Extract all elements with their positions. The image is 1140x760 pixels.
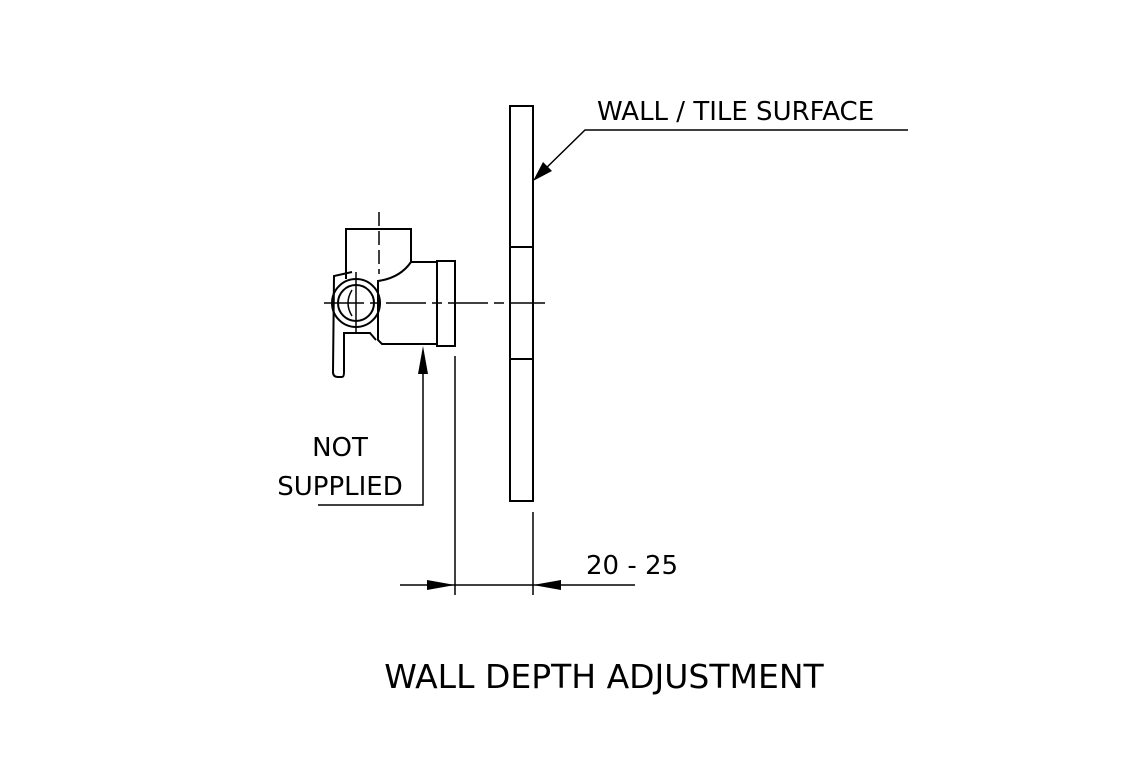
not-supplied-label-line2: SUPPLIED <box>277 472 403 502</box>
not-supplied-label-line1: NOT <box>312 433 368 463</box>
dimension-value: 20 - 25 <box>586 551 678 581</box>
depth-dimension <box>400 356 635 595</box>
drawing-title: WALL DEPTH ADJUSTMENT <box>384 657 824 696</box>
not-supplied-leader <box>318 346 428 506</box>
wall-surface-leader <box>533 129 908 181</box>
wall-surface-label: WALL / TILE SURFACE <box>597 97 874 127</box>
centerlines <box>324 212 545 334</box>
